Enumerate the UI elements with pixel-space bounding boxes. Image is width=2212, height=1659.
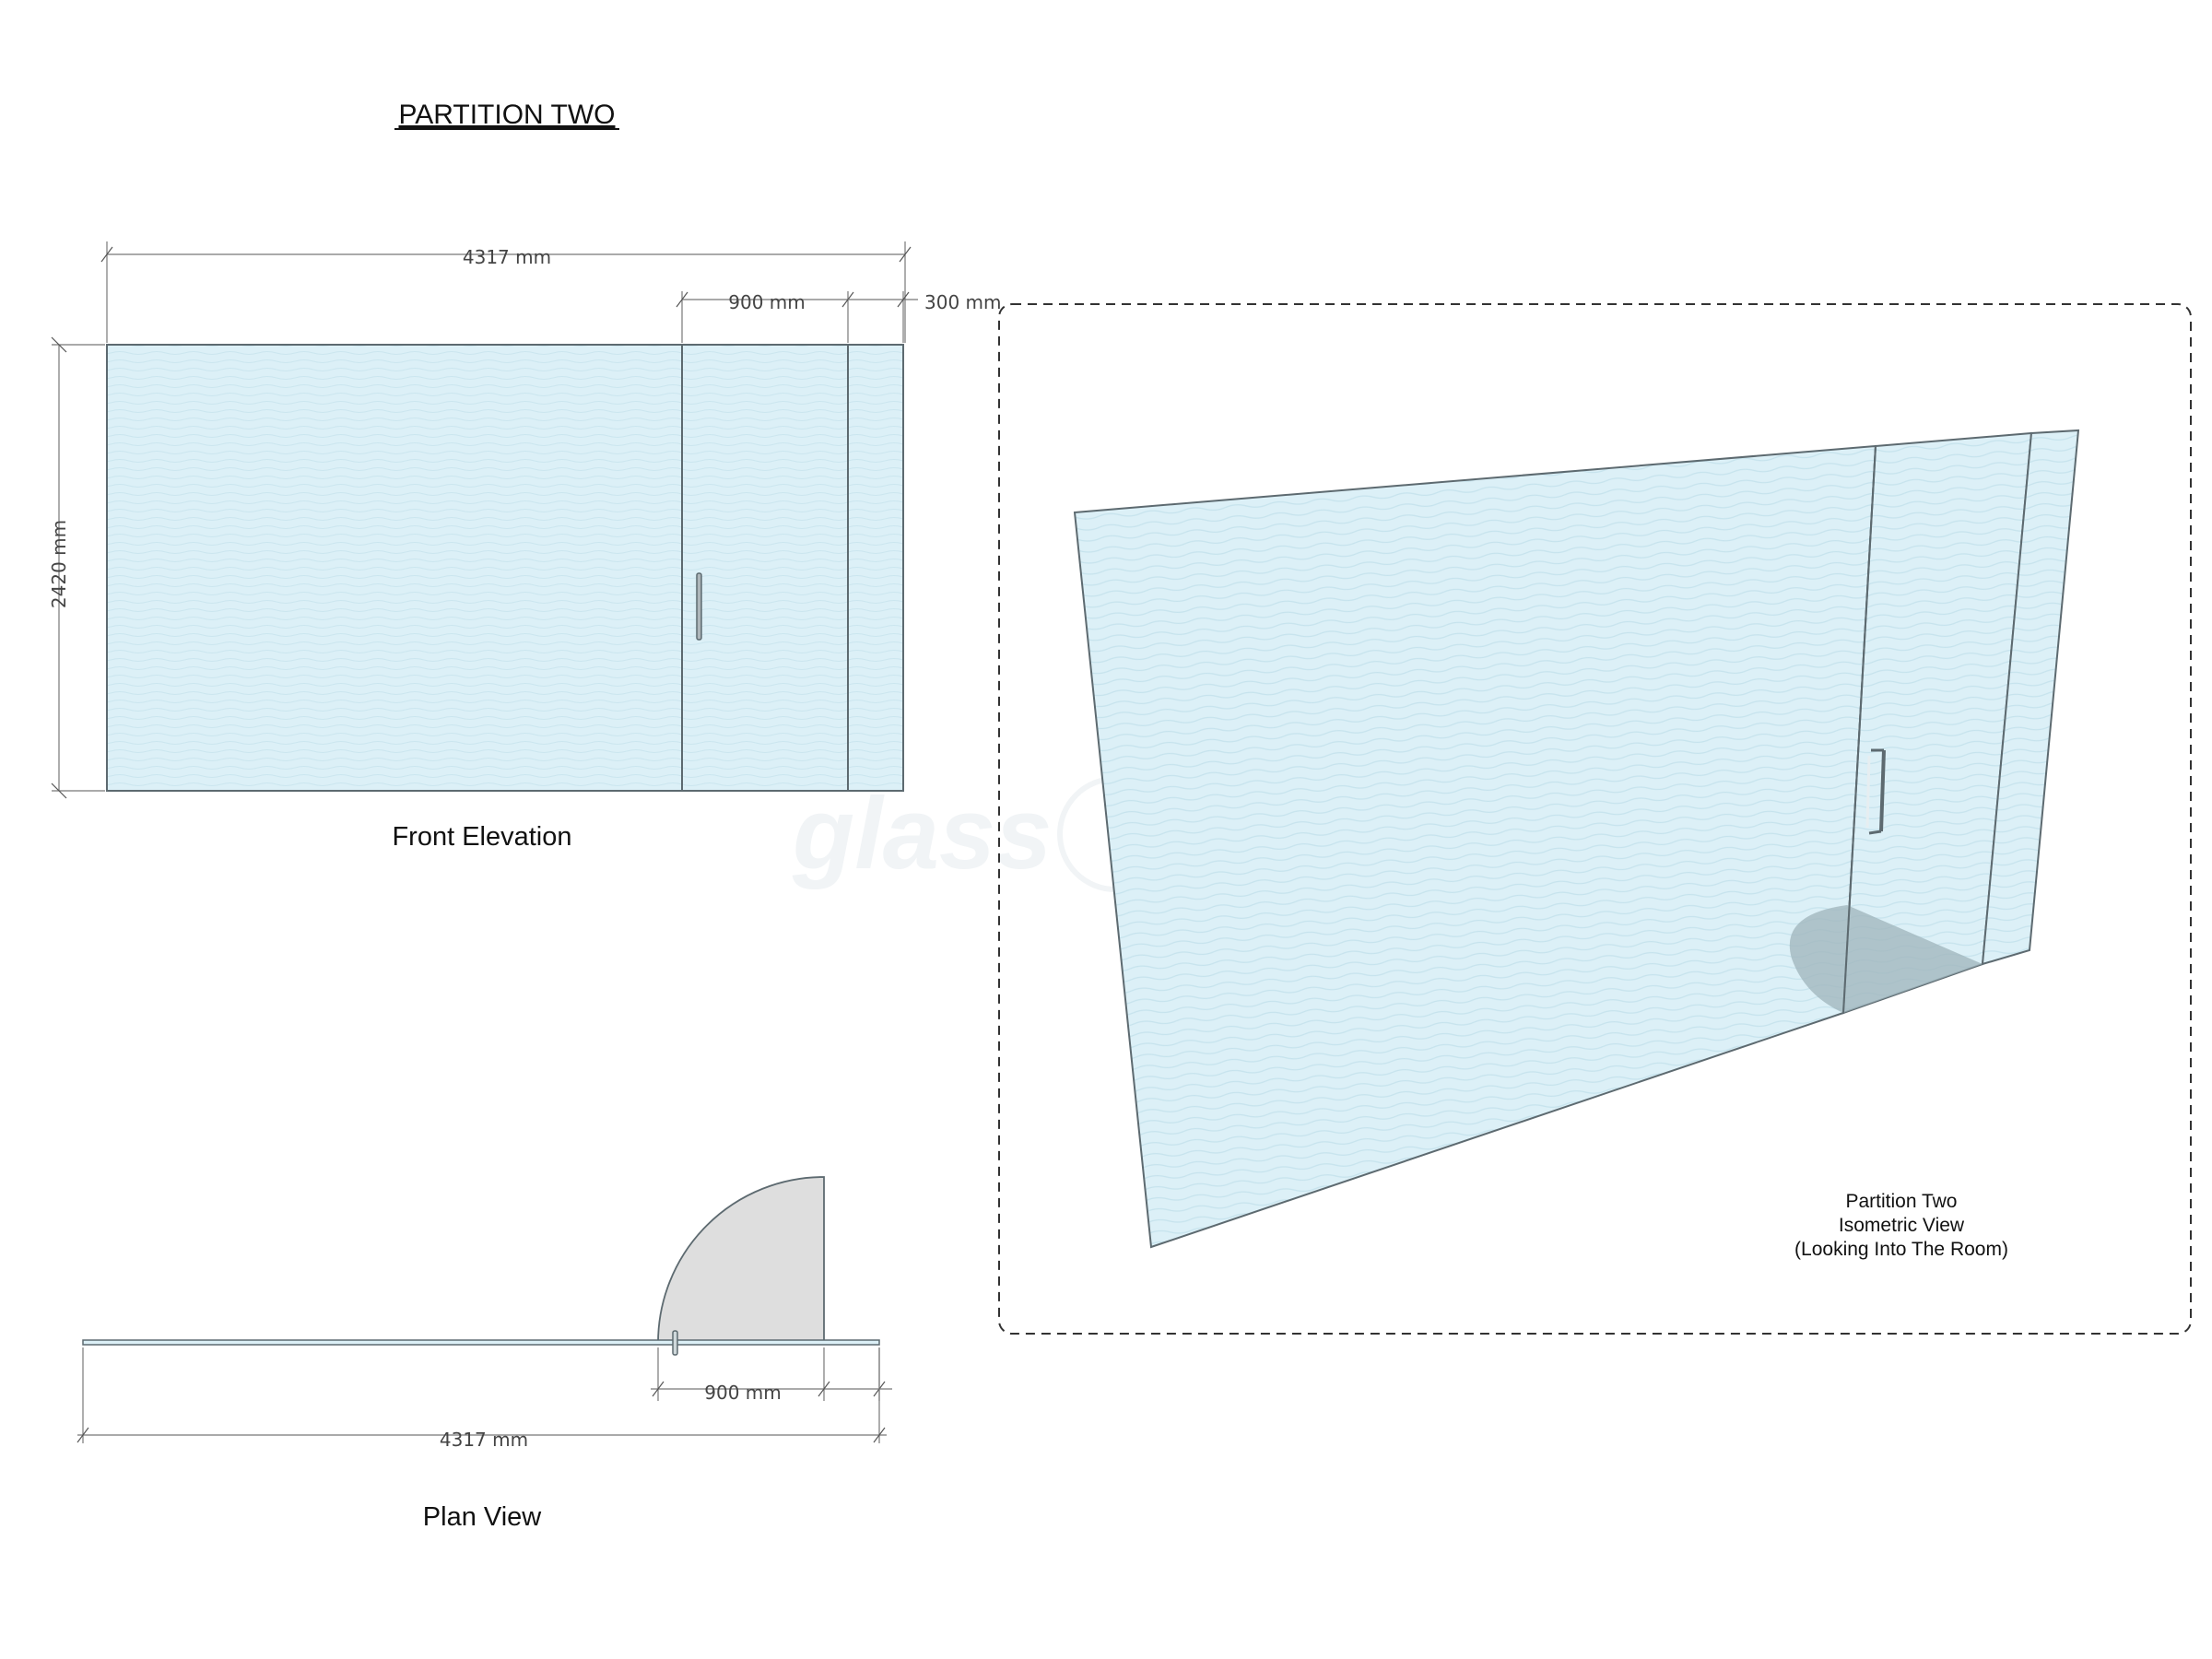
dim-door-width-label: 900 mm [728, 291, 806, 313]
plan-view-caption: Plan View [423, 1502, 542, 1532]
front-elevation-caption: Front Elevation [392, 822, 571, 852]
side-panel [847, 344, 904, 792]
plan-dimension-overall [76, 1347, 887, 1443]
isometric-view: Partition Two Isometric View (Looking In… [998, 303, 2192, 1335]
dimension-height [51, 336, 105, 799]
front-elevation: 4317 mm 900 mm 300 mm 2420 mm Front Elev… [48, 241, 1002, 852]
plan-glass-line [82, 1339, 880, 1346]
plan-dim-door-label: 900 mm [704, 1382, 782, 1404]
door-panel [681, 344, 849, 792]
iso-fixed-panel [1073, 444, 1877, 1249]
dim-side-width-label: 300 mm [924, 291, 1002, 313]
iso-caption-line1: Partition Two [1845, 1191, 1957, 1212]
plan-view: 900 mm 4317 mm Plan View [76, 1176, 892, 1532]
plan-dim-overall-label: 4317 mm [440, 1429, 528, 1451]
dim-height-label: 2420 mm [48, 520, 70, 608]
dimension-door-width [676, 291, 854, 343]
fixed-panel [106, 344, 683, 792]
door-swing-arc [657, 1176, 825, 1344]
watermark-text: glass [792, 777, 1052, 890]
plan-door-handle [672, 1330, 678, 1356]
iso-caption-line3: (Looking Into The Room) [1794, 1239, 2008, 1260]
isometric-frame [998, 303, 2192, 1335]
dim-overall-width-label: 4317 mm [463, 246, 551, 268]
iso-door-edge [1842, 445, 1877, 1014]
sheet-title: PARTITION TWO [398, 100, 615, 130]
door-handle [696, 572, 702, 641]
dimension-overall-width [100, 241, 912, 343]
dimension-side-width [848, 291, 918, 343]
iso-caption-line2: Isometric View [1839, 1215, 1965, 1236]
iso-door-swing-shadow [1789, 905, 1983, 1013]
iso-door-handle [1865, 748, 1886, 835]
iso-side-panel [1981, 429, 2080, 966]
